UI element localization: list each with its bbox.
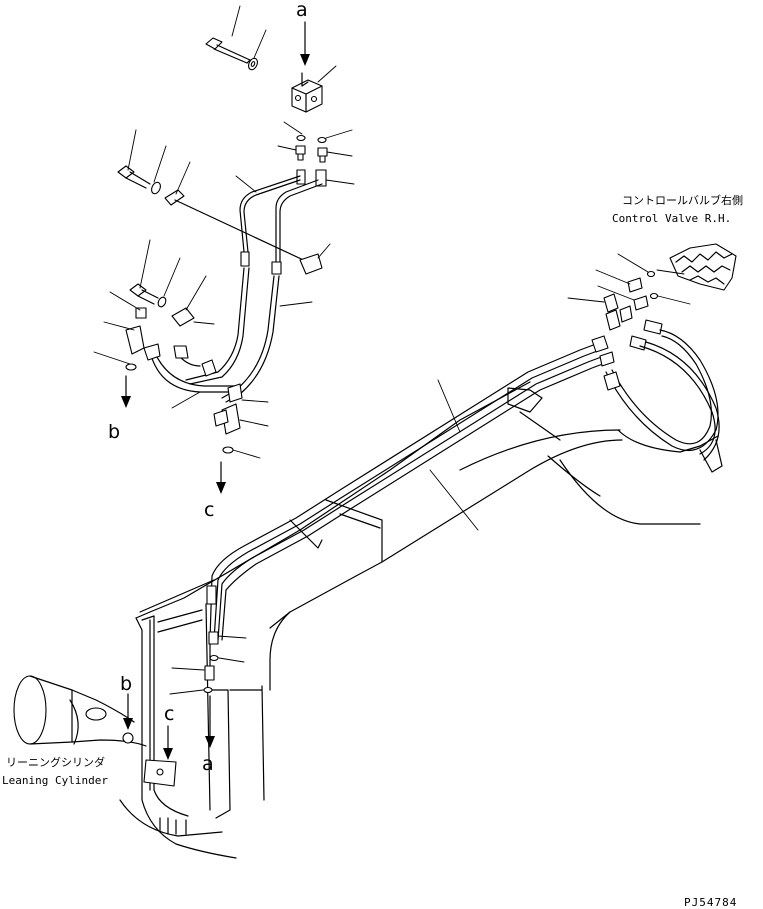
- control-valve-label-en: Control Valve R.H.: [612, 212, 731, 225]
- top-bolt: [205, 37, 258, 71]
- arrow-to-c-left: [216, 461, 226, 494]
- left-fittings-b: [125, 283, 217, 377]
- leader-lines-upper: [93, 5, 355, 459]
- arrow-to-b-bottom: [123, 693, 133, 730]
- leaning-cylinder: [13, 675, 177, 787]
- control-valve-label-jp: コントロールバルブ右側: [622, 193, 743, 207]
- upper-tubes: [239, 175, 323, 275]
- left-fittings-c: [213, 383, 243, 454]
- leaning-cylinder-label-jp: リーニングシリンダ: [6, 755, 105, 769]
- boom-leaders: [429, 379, 479, 531]
- clamp-bolt: [117, 165, 323, 275]
- marker-a-top: a: [296, 0, 308, 21]
- drawing-code: PJ54784: [684, 896, 737, 909]
- marker-c-bottom: c: [164, 703, 174, 725]
- valve-block-top: [291, 72, 323, 113]
- control-valve-hoses: [603, 329, 720, 461]
- arrow-to-a-top: [300, 21, 310, 66]
- control-valve-leaders: [567, 253, 691, 305]
- upper-hoses: [149, 267, 280, 403]
- arrow-to-c-bottom: [163, 725, 173, 760]
- control-valve-fittings: [603, 270, 663, 351]
- bottom-fittings: [169, 585, 247, 695]
- control-valve-rh: [669, 243, 737, 291]
- arrow-to-a-bottom: [205, 695, 215, 748]
- arrow-to-b-left: [121, 375, 131, 408]
- valve-fittings: [295, 134, 328, 187]
- boom-piping: [209, 335, 615, 641]
- leaning-cylinder-label-en: Leaning Cylinder: [2, 774, 108, 787]
- marker-b-bottom: b: [120, 673, 132, 695]
- marker-a-bottom: a: [202, 753, 214, 775]
- marker-c-left: c: [204, 499, 214, 521]
- marker-b-left: b: [108, 421, 120, 443]
